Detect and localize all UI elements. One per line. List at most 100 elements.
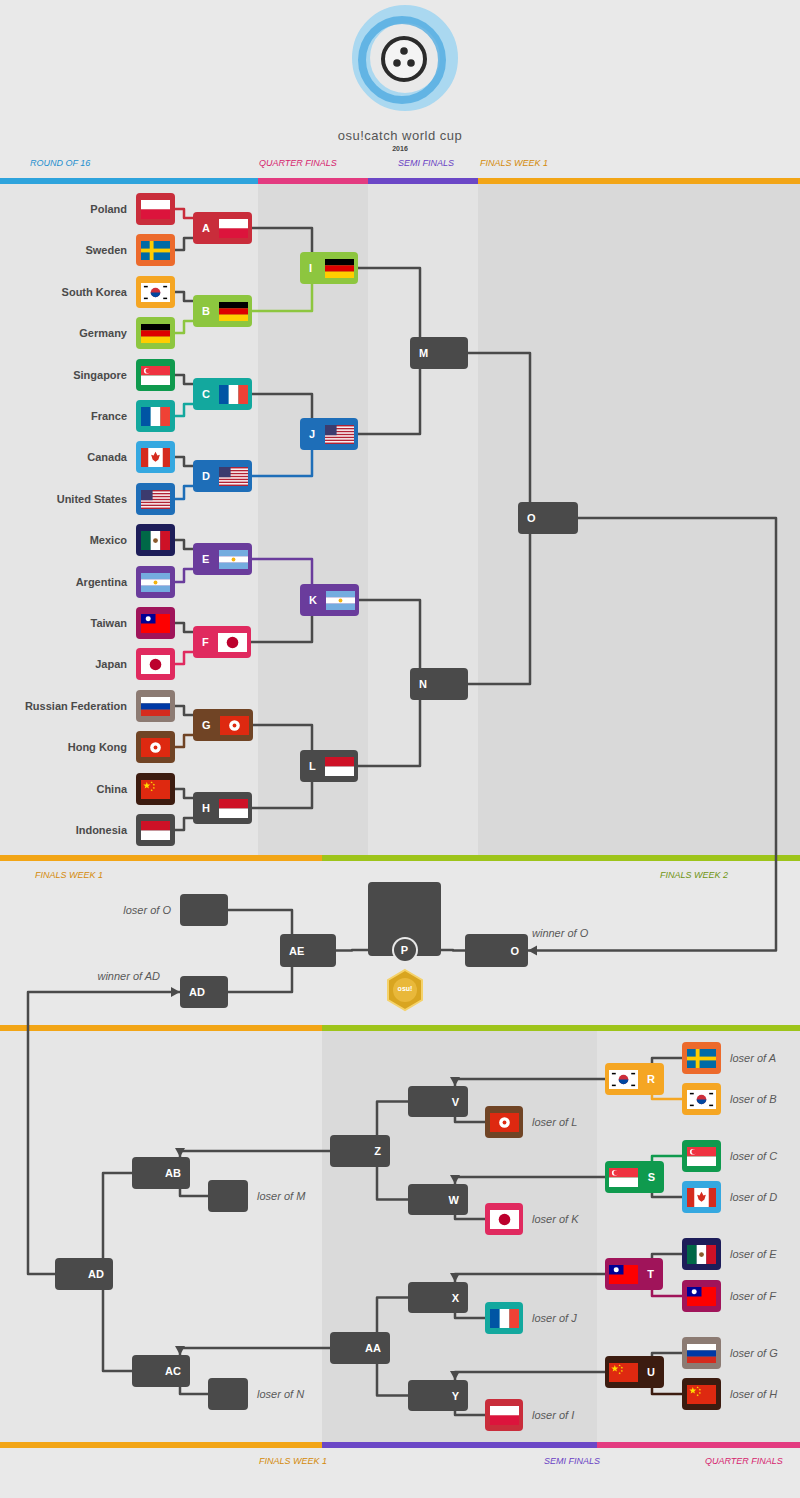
bracket-line: [377, 1364, 408, 1396]
match-box: AC: [132, 1355, 190, 1387]
bracket-path: [455, 1313, 485, 1318]
match-letter: G: [202, 719, 211, 731]
arrow-head: [171, 987, 180, 997]
bracket-line: [252, 394, 312, 418]
loser-slot: loser of N: [208, 1378, 248, 1410]
bracket-line: [358, 700, 420, 766]
team-flag-box: Canada: [136, 441, 175, 473]
team-flag-box: Russian Federation: [136, 690, 175, 722]
team-name: China: [96, 783, 127, 795]
round-header: FINALS WEEK 1: [259, 1456, 327, 1466]
team-name: France: [91, 410, 127, 422]
match-box: AE: [280, 934, 336, 967]
match-box: O: [518, 502, 578, 534]
flag-drawing: [219, 385, 248, 404]
flag-drawing: [141, 283, 170, 302]
bracket-path: [252, 228, 312, 252]
country-flag: [141, 573, 170, 592]
country-flag: [490, 1210, 519, 1229]
team-name: South Korea: [62, 286, 127, 298]
slot-label: loser of H: [730, 1388, 777, 1400]
flag-drawing: [490, 1113, 519, 1132]
bracket-path: [252, 450, 312, 476]
bracket-path: [377, 1102, 408, 1136]
match-letter: U: [647, 1366, 655, 1378]
match-box: Y: [408, 1380, 468, 1411]
bracket-path: [359, 600, 420, 668]
flag-drawing: [325, 259, 354, 278]
bracket-line: [358, 369, 420, 434]
bracket-line: [252, 228, 312, 252]
bracket-line: [175, 569, 193, 582]
match-box: K: [300, 584, 359, 616]
arrow-head: [528, 946, 537, 956]
match-letter: B: [202, 305, 210, 317]
bracket-path: [652, 1290, 682, 1296]
flag-drawing: [218, 633, 247, 652]
bracket-path: [103, 1173, 132, 1258]
country-flag: [219, 385, 248, 404]
round-header: QUARTER FINALS: [705, 1456, 783, 1466]
match-letter: F: [202, 636, 209, 648]
match-box: D: [193, 460, 252, 492]
flag-drawing: [141, 407, 170, 426]
bracket-path: [377, 1298, 408, 1333]
bracket-path: [175, 238, 193, 250]
bracket-path: [175, 818, 193, 830]
match-box: S: [605, 1161, 664, 1193]
logo: [361, 14, 449, 102]
badge-text: osu!: [385, 985, 425, 992]
bracket-line: [175, 486, 193, 499]
flag-drawing: [141, 490, 170, 509]
bracket-line: [175, 1346, 330, 1355]
round-header: FINALS WEEK 1: [480, 158, 548, 168]
arrow-head: [450, 1077, 460, 1086]
country-flag: [609, 1265, 638, 1284]
bracket-path: [228, 967, 292, 992]
round-header: SEMI FINALS: [398, 158, 454, 168]
bracket-path: [455, 1372, 605, 1380]
match-letter: AD: [189, 986, 205, 998]
bracket-path: [377, 1167, 408, 1200]
team-name: Taiwan: [91, 617, 127, 629]
loser-slot: loser of B: [682, 1083, 721, 1115]
bracket-path: [175, 652, 193, 664]
round-header: FINALS WEEK 1: [35, 870, 103, 880]
bracket-path: [180, 1387, 208, 1394]
team-flag-box: Sweden: [136, 234, 175, 266]
bracket-line: [377, 1298, 408, 1333]
bracket-path: [468, 534, 530, 684]
bracket-line: [175, 652, 193, 664]
flag-drawing: [609, 1168, 638, 1187]
bracket-line: [450, 1175, 605, 1184]
match-box: Z: [330, 1135, 390, 1167]
bracket-path: [358, 700, 420, 766]
team-name: Japan: [95, 658, 127, 670]
country-flag: [687, 1090, 716, 1109]
bracket-line: [180, 1387, 208, 1394]
team-flag-box: Singapore: [136, 359, 175, 391]
slot-label: loser of C: [730, 1150, 777, 1162]
flag-drawing: [219, 799, 248, 818]
country-flag: [141, 200, 170, 219]
team-flag-box: Hong Kong: [136, 731, 175, 763]
team-flag-box: China: [136, 773, 175, 805]
bracket-line: [455, 1313, 485, 1318]
bracket-line: [252, 559, 312, 584]
bracket-path: [175, 404, 193, 416]
flag-drawing: [141, 573, 170, 592]
bracket-line: [359, 600, 420, 668]
bracket-line: [228, 910, 292, 934]
match-letter: A: [202, 222, 210, 234]
bracket-path: [441, 949, 465, 952]
flag-drawing: [687, 1090, 716, 1109]
bracket-path: [652, 1095, 682, 1099]
bracket-line: [251, 616, 312, 642]
slot-label: winner of AD: [97, 970, 160, 982]
bracket-line: [175, 375, 193, 384]
slot-label: loser of L: [532, 1116, 577, 1128]
match-letter: S: [648, 1171, 655, 1183]
bracket-line: [180, 1189, 208, 1196]
bracket-path: [175, 457, 193, 466]
bracket-line: [175, 623, 193, 632]
